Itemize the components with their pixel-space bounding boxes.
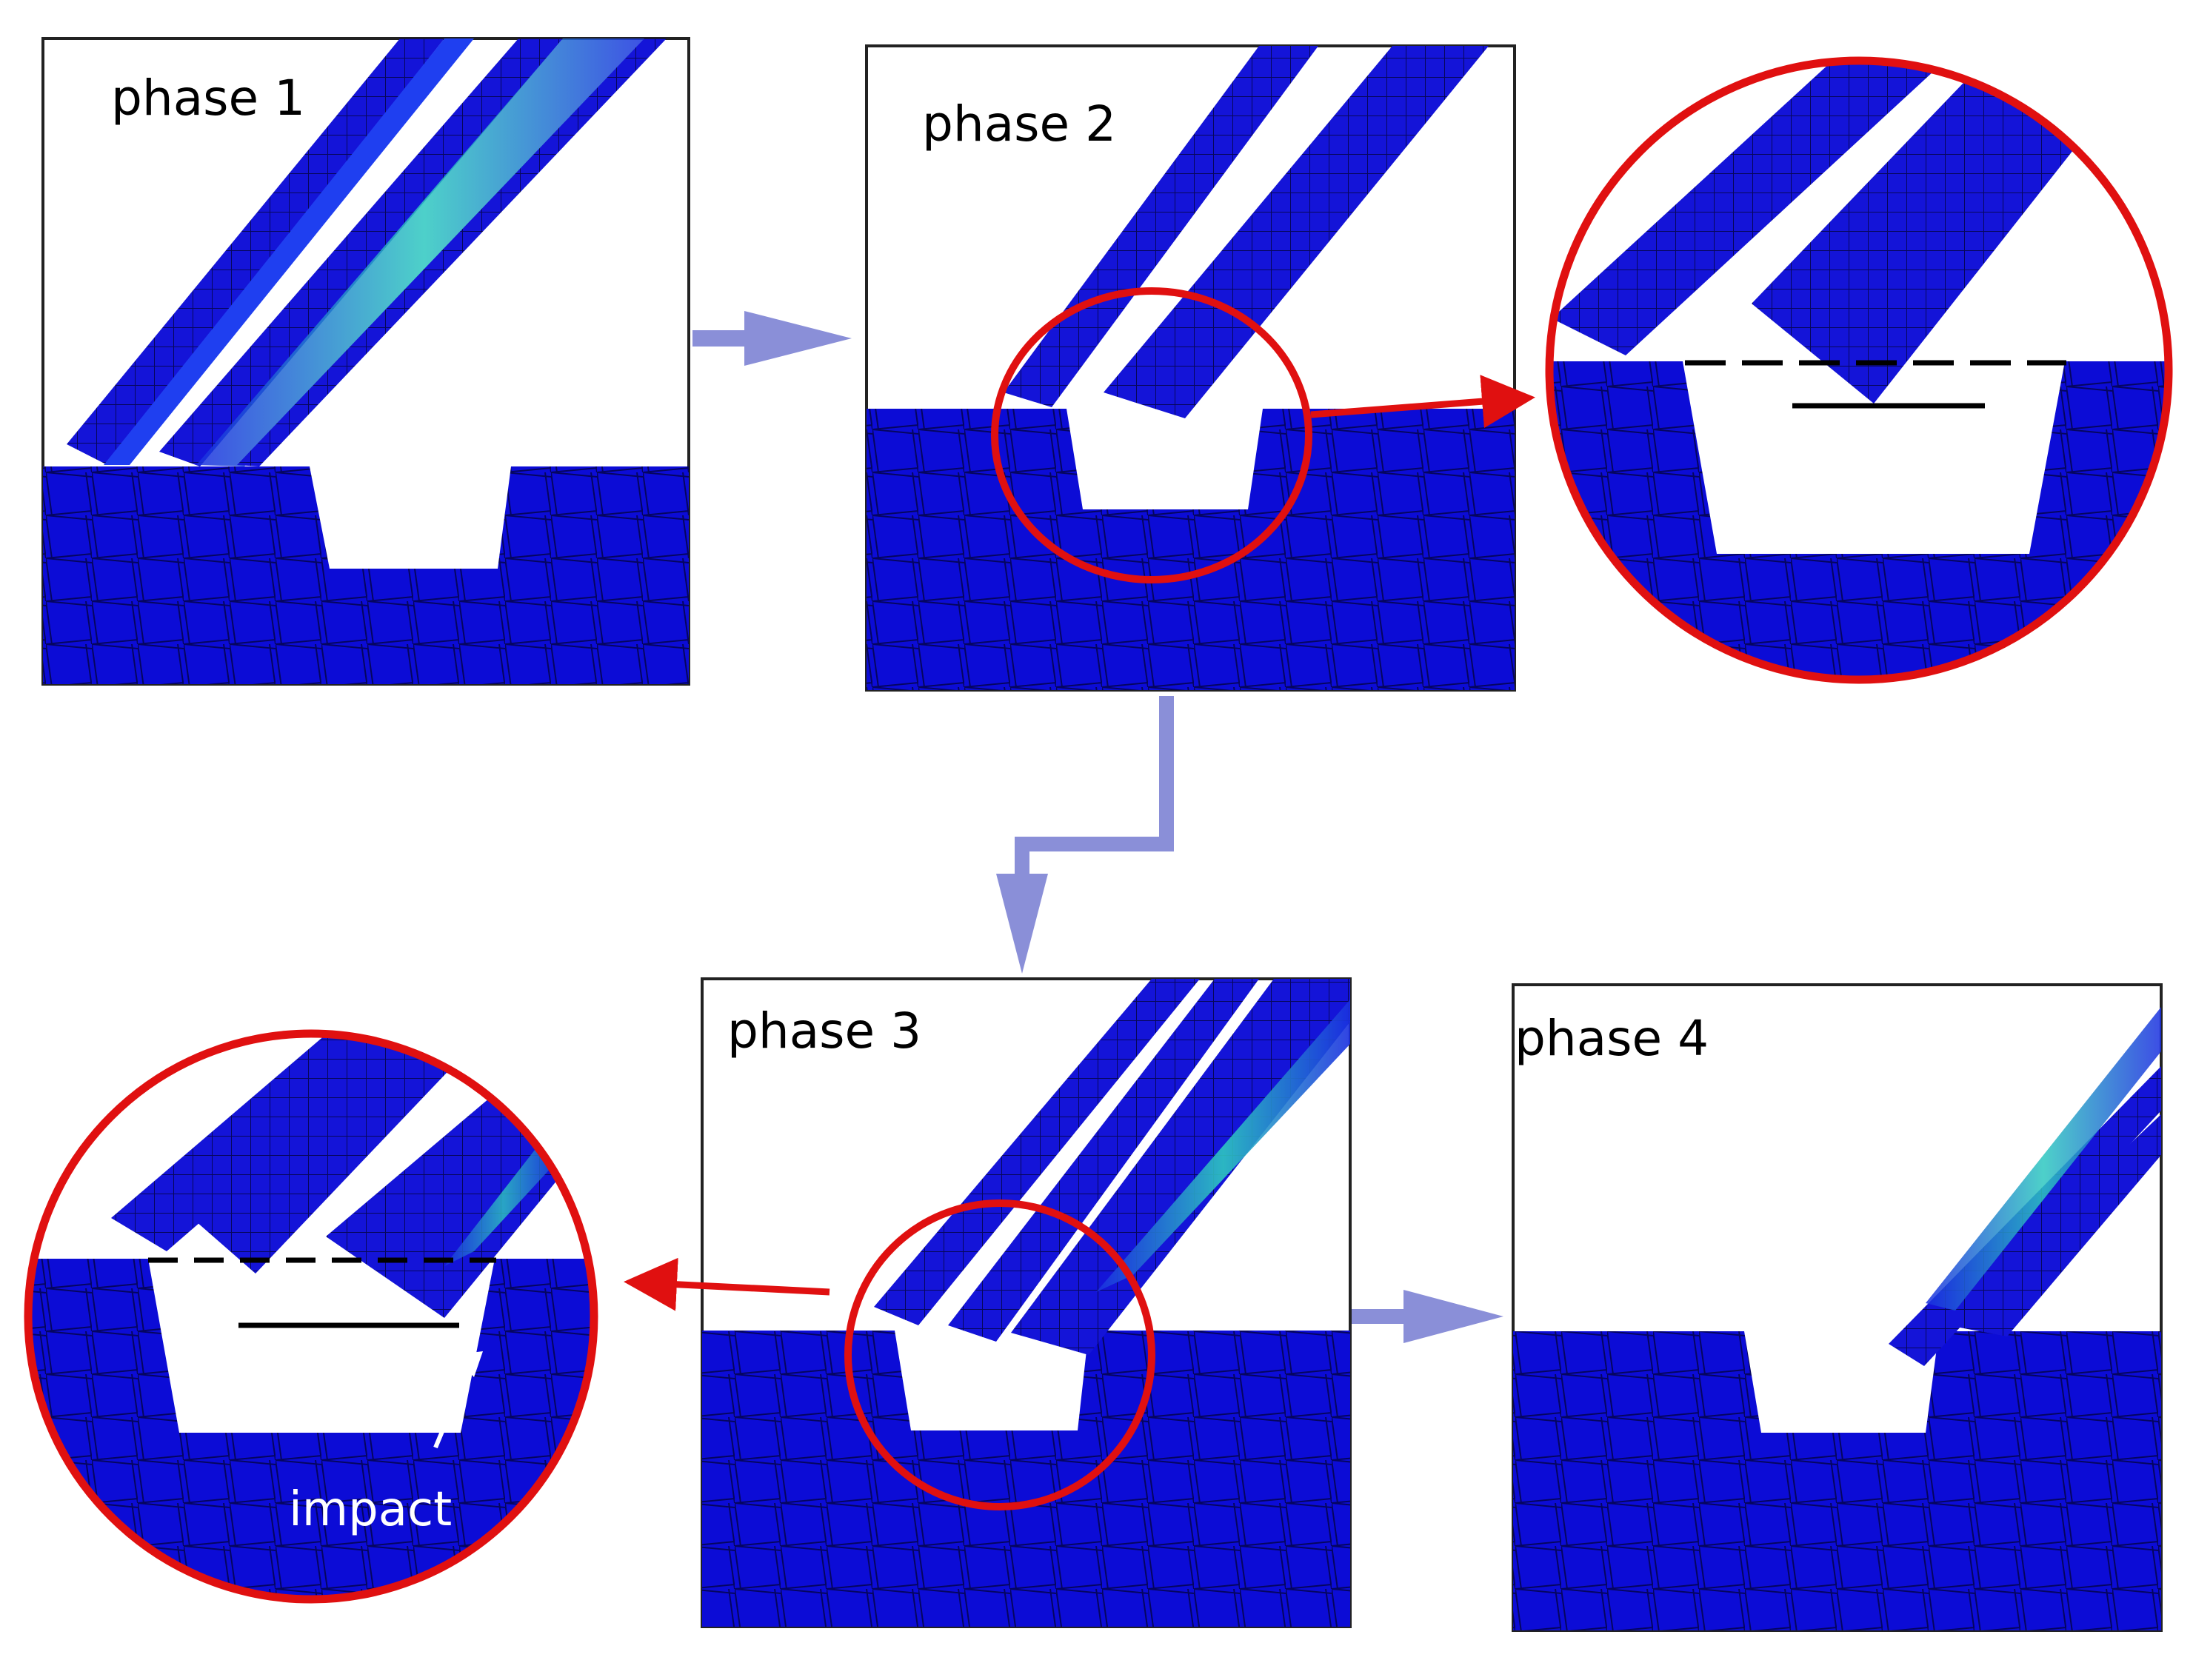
panel-phase-4: phase 4 bbox=[1512, 983, 2163, 1632]
highlight-circle bbox=[991, 287, 1312, 583]
rod-bundle bbox=[1889, 1007, 2161, 1366]
highlight-circle bbox=[844, 1199, 1155, 1510]
rod-bundle bbox=[1004, 46, 1489, 418]
zoom-detail-phase-3: impact bbox=[24, 1029, 598, 1604]
substrate-block bbox=[43, 466, 689, 684]
panel-phase-1: phase 1 bbox=[41, 37, 690, 686]
rod-bundle bbox=[67, 39, 667, 466]
flow-arrow-1-2 bbox=[692, 311, 852, 366]
phase-2-label: phase 2 bbox=[922, 96, 1116, 153]
zoom-arrow-right bbox=[1310, 375, 1535, 429]
flow-arrow-2-3 bbox=[996, 696, 1174, 974]
impact-label: impact bbox=[289, 1482, 452, 1537]
phase-1-label: phase 1 bbox=[111, 70, 305, 127]
zoom-detail-phase-2 bbox=[1545, 56, 2173, 684]
panel-phase-2: phase 2 bbox=[865, 44, 1516, 692]
phase-3-label: phase 3 bbox=[727, 1003, 921, 1060]
substrate-block bbox=[867, 409, 1515, 690]
flow-arrow-3-4 bbox=[1352, 1290, 1503, 1343]
phase-4-label: phase 4 bbox=[1515, 1010, 1709, 1067]
zoom-arrow-left bbox=[624, 1257, 830, 1311]
panel-phase-3: phase 3 bbox=[701, 977, 1352, 1628]
rod-bundle bbox=[874, 979, 1350, 1355]
